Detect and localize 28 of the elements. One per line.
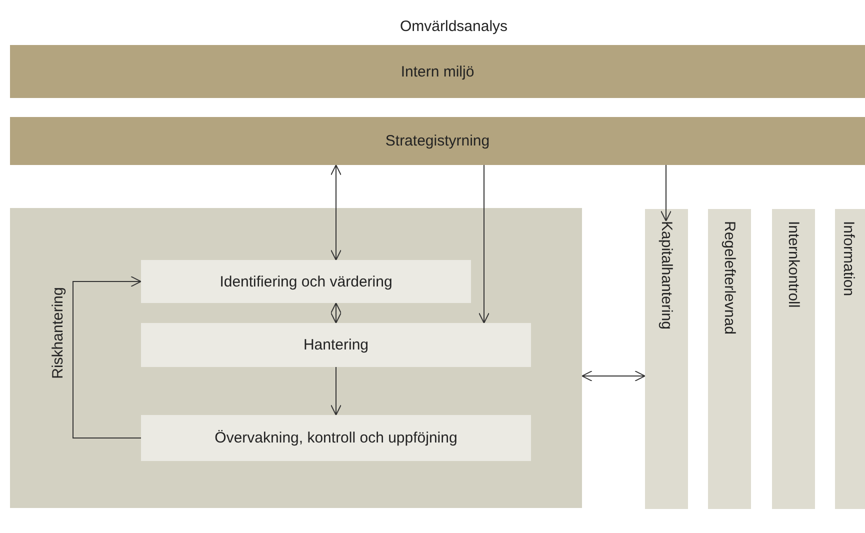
heading: Omvärldsanalys <box>400 18 508 35</box>
arrow <box>582 370 646 382</box>
node-label: Regelefterlevnad <box>721 221 738 334</box>
column-box <box>645 209 688 509</box>
column-box <box>772 209 815 509</box>
node-label: Information <box>840 221 857 296</box>
process-box <box>141 415 531 461</box>
arrow <box>478 164 490 324</box>
node-label: Internkontroll <box>785 221 802 308</box>
arrow <box>660 164 672 222</box>
node-label: Intern miljö <box>400 63 474 80</box>
arrow <box>330 302 342 324</box>
column-box <box>708 209 751 509</box>
arrow <box>72 276 142 438</box>
node-label: Hantering <box>303 336 369 354</box>
process-box <box>141 260 471 303</box>
node-label: Kapitalhantering <box>658 221 675 330</box>
band <box>10 117 865 165</box>
node-label: Strategistyrning <box>385 132 490 150</box>
node-label: Identifiering och värdering <box>220 273 392 290</box>
node-label: Övervakning, kontroll och uppföjning <box>214 430 458 446</box>
process-panel <box>10 208 582 508</box>
arrow <box>330 164 342 260</box>
process-box <box>141 323 531 367</box>
node-label: Riskhantering <box>50 287 66 379</box>
arrow <box>330 366 342 416</box>
column-box <box>835 209 865 509</box>
band <box>10 45 865 98</box>
